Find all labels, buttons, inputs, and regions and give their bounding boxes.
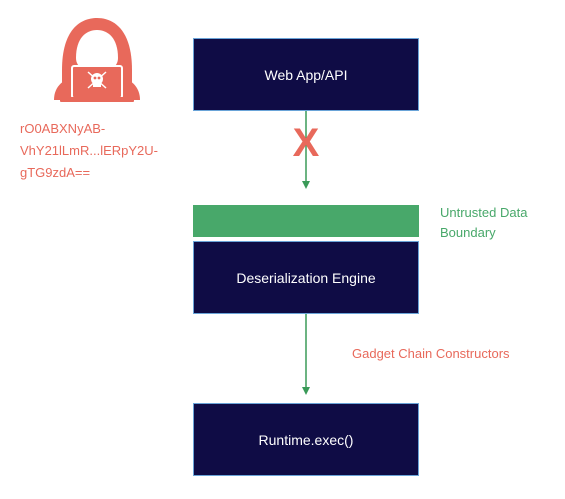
blocked-mark: X bbox=[292, 121, 320, 165]
deserialization-engine-label: Deserialization Engine bbox=[236, 269, 376, 286]
runtime-exec-label: Runtime.exec() bbox=[258, 431, 354, 448]
deserialization-engine-node: Deserialization Engine bbox=[193, 241, 419, 314]
payload-line-1: rO0ABXNyAB- bbox=[20, 121, 106, 136]
boundary-label-line-2: Boundary bbox=[440, 225, 496, 240]
gadget-chain-label: Gadget Chain Constructors bbox=[352, 346, 510, 361]
web-app-node: Web App/API bbox=[193, 38, 419, 111]
arrowhead-2 bbox=[302, 387, 310, 395]
serialized-payload: rO0ABXNyAB- VhY21lLmR...lERpY2U- gTG9zdA… bbox=[20, 118, 190, 184]
payload-line-2: VhY21lLmR...lERpY2U- bbox=[20, 143, 158, 158]
boundary-label: Untrusted Data Boundary bbox=[440, 203, 527, 243]
payload-line-3: gTG9zdA== bbox=[20, 165, 91, 180]
arrowhead-1 bbox=[302, 181, 310, 189]
boundary-label-line-1: Untrusted Data bbox=[440, 205, 528, 220]
runtime-exec-node: Runtime.exec() bbox=[193, 403, 419, 476]
web-app-label: Web App/API bbox=[264, 66, 348, 83]
untrusted-data-boundary-bar bbox=[193, 205, 419, 237]
